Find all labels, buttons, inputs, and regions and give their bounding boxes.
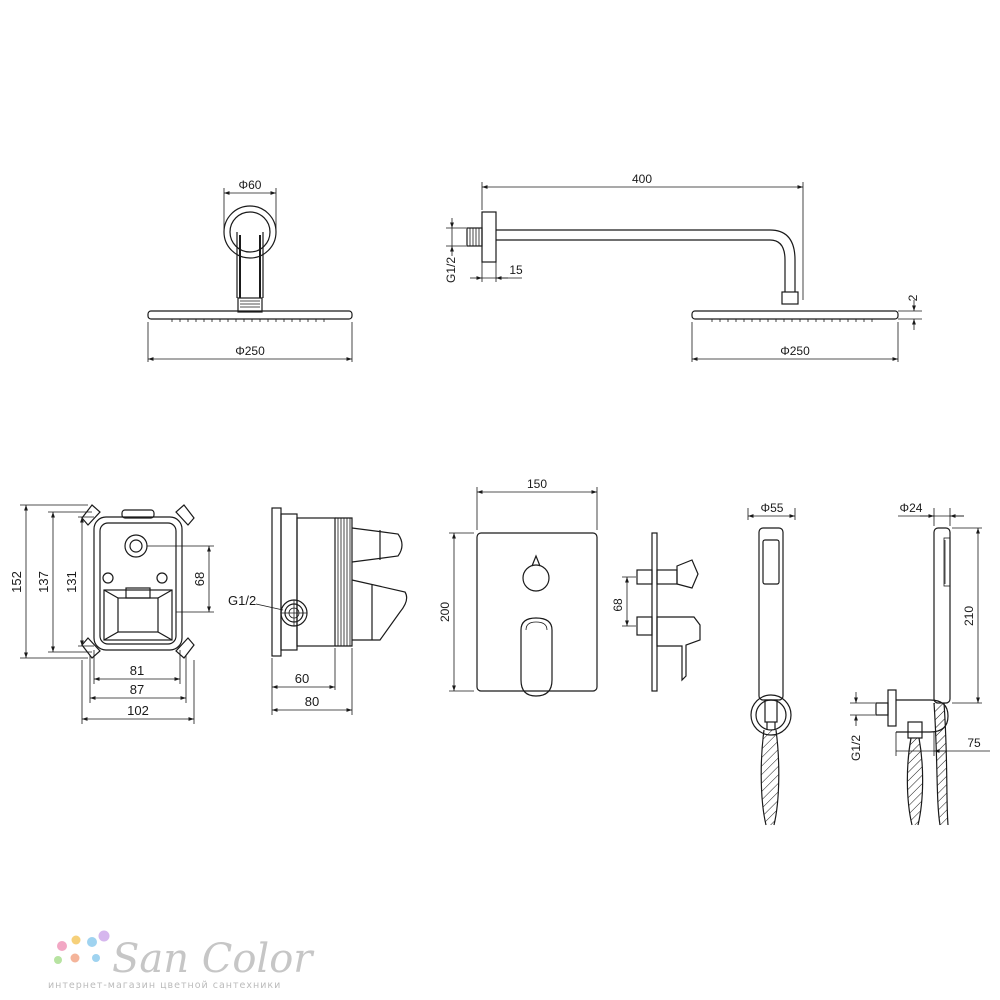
dim-box-width-3: 102 [127,703,149,718]
mixer-side-view: 68 [611,532,701,692]
dim-arm-length: 400 [632,172,652,186]
watermark-subtitle: интернет-магазин цветной сантехники [48,980,281,991]
dim-box-side-depth-1: 60 [295,671,309,686]
dim-box-width-2: 87 [130,682,144,697]
dim-mixer-side-depth: 68 [611,598,625,612]
dim-plate-width: 150 [527,477,547,491]
dim-outlet-depth: 75 [967,736,981,750]
dim-head-side-diameter: Φ250 [780,344,810,358]
logo-dot [70,953,80,963]
dim-hand-front-dia: Φ55 [761,501,784,515]
concealed-box-side-view: G1/2 60 80 [228,507,408,715]
dim-box-side-thread: G1/2 [228,593,256,608]
dim-plate-height: 200 [438,602,452,622]
logo-dot [57,941,67,951]
dim-arm-thread: G1/2 [444,257,458,283]
dim-hand-side-dia: Φ24 [900,501,923,515]
shower-head-front-view: Φ60 Φ250 [147,178,353,362]
dim-box-height-3: 131 [64,571,79,593]
logo-dot [54,956,62,964]
logo-dot [87,937,97,947]
hand-shower-side-view: Φ24 210 G1/2 75 [849,501,990,826]
logo-dot [92,954,100,962]
dim-head-front-width: Φ60 [239,178,262,192]
shower-arm-side-view: 400 G1/2 15 2 Φ250 [444,172,922,362]
watermark-title: San Color [112,936,315,982]
mixer-front-plate: 150 200 [438,477,598,697]
logo-dot [98,930,110,942]
dim-hand-length: 210 [962,606,976,626]
watermark-logo: San Color интернет-магазин цветной санте… [48,930,315,991]
hand-shower-front-view: Φ55 [747,501,796,826]
dim-head-front-diameter: Φ250 [235,344,265,358]
dim-box-height-2: 137 [36,571,51,593]
logo-dot [71,935,81,945]
dim-head-thickness: 2 [906,294,920,301]
dim-box-height-1: 152 [9,571,24,593]
dim-box-width-1: 81 [130,663,144,678]
dim-box-port: 68 [192,572,207,586]
dim-outlet-thread: G1/2 [849,735,863,761]
concealed-box-front-view: 152 137 131 68 81 87 102 [9,504,214,724]
dim-box-side-depth-2: 80 [305,694,319,709]
dim-arm-flange: 15 [509,263,523,277]
